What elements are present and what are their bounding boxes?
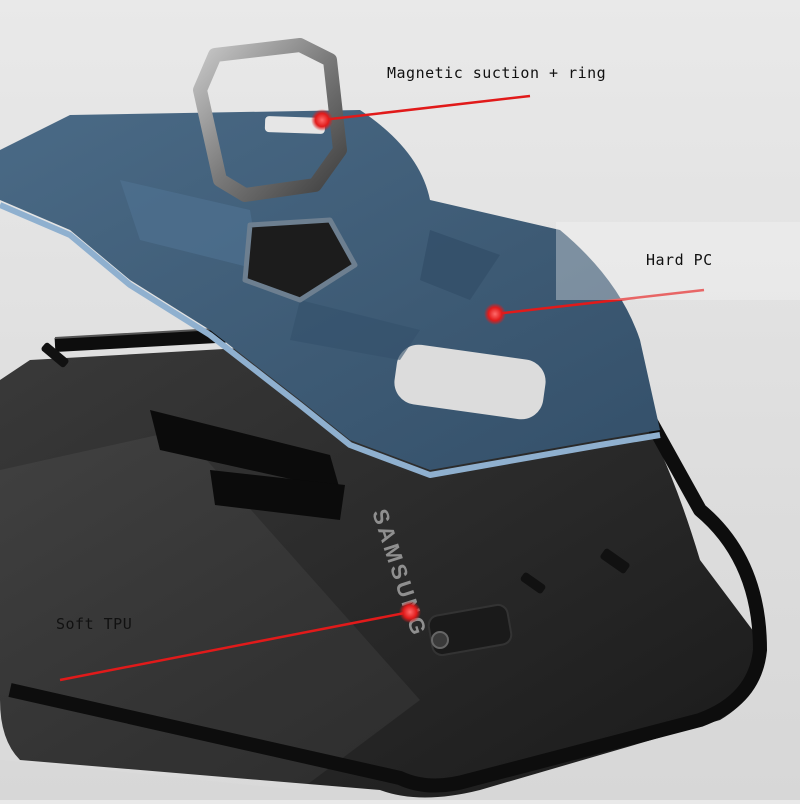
callout-label-hard-pc: Hard PC [646, 251, 713, 269]
callout-line-hard [494, 288, 705, 316]
inner-strip [210, 470, 345, 520]
callout-line-soft [59, 610, 411, 682]
phone-camera-window [427, 603, 513, 657]
hard-pc-edge [0, 202, 661, 478]
bumper-pad [600, 548, 630, 574]
inner-strip [150, 410, 340, 490]
ring-holder [193, 38, 347, 202]
case-rib [420, 230, 500, 300]
case-rib [290, 300, 420, 360]
bumper-pad [41, 342, 69, 368]
bumper-pad [520, 572, 546, 594]
callout-label-soft-tpu: Soft TPU [56, 615, 133, 633]
case-camera-cutout [394, 344, 546, 420]
case-top-slot [264, 116, 326, 134]
label-background-hard [556, 222, 800, 300]
case-rib [120, 180, 260, 270]
callout-line-magnetic [321, 94, 531, 122]
callout-dot-hard [484, 303, 506, 325]
callout-label-magnetic: Magnetic suction + ring [387, 64, 607, 82]
phone-glare [0, 430, 420, 790]
callout-dot-magnetic [311, 109, 333, 131]
magnetic-plate [242, 217, 358, 303]
callout-dot-soft [399, 601, 421, 623]
phone-camera-lens [431, 631, 449, 649]
